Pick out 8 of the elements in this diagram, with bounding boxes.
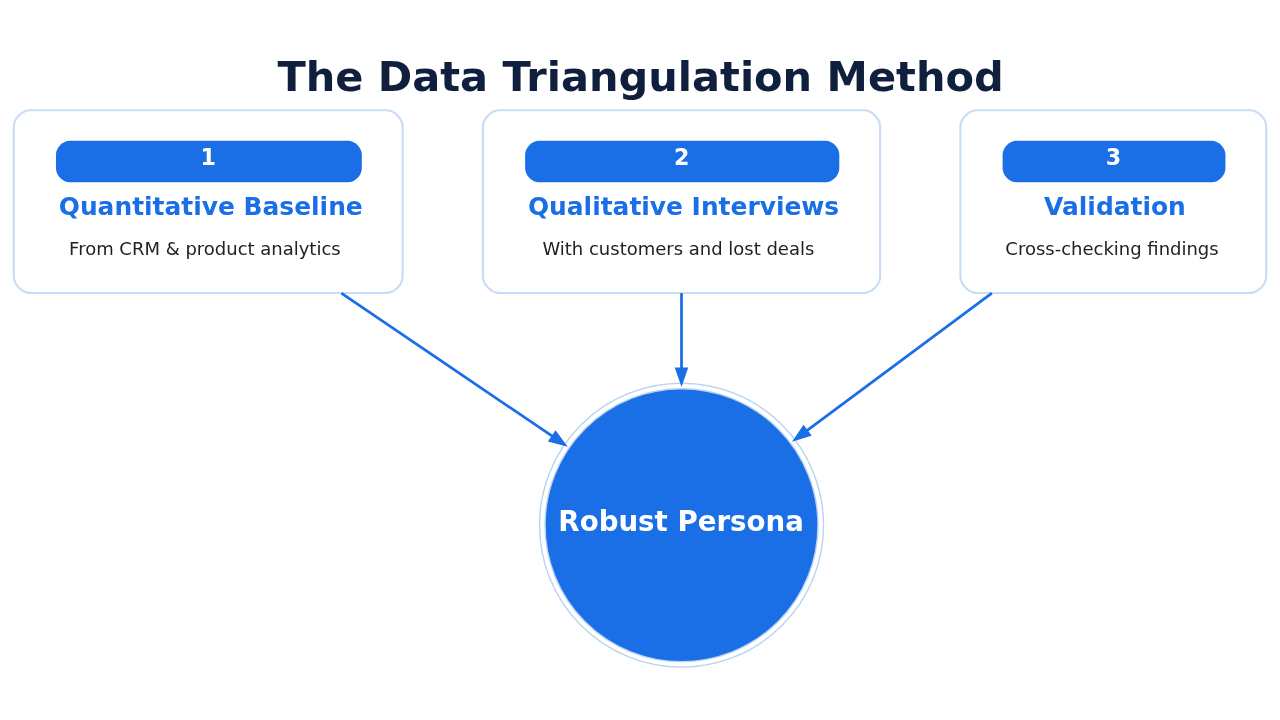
node-box: 1 Quantitative Baseline From CRM & product analytics (12, 108, 404, 294)
diagram-title: The Data Triangulation Method (277, 51, 1004, 101)
node-box: 3 Validation Cross-checking findings (959, 108, 1268, 294)
node-circle: Robust Persona (538, 382, 825, 668)
arrow (674, 292, 689, 387)
node-box: 2 Qualitative Interviews With customers and lost deals (481, 108, 882, 294)
arrow (792, 291, 993, 442)
arrow (340, 291, 568, 447)
